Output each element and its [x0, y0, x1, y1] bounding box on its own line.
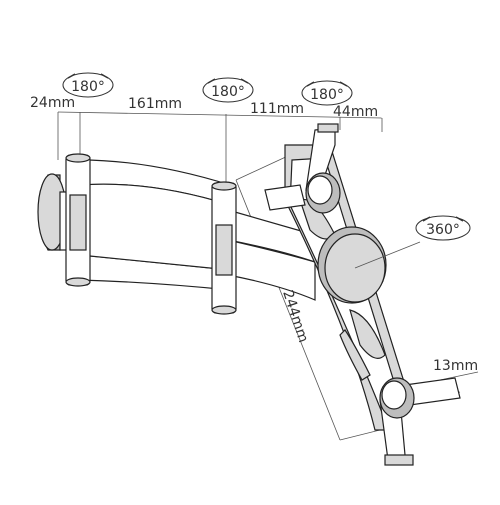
tablet-holder — [264, 123, 461, 466]
dim-label-clamp-depth: 13mm — [433, 358, 478, 374]
dim-label-first-arm: 161mm — [128, 96, 182, 112]
first-arm — [65, 153, 231, 291]
rotation-label-wall-joint: 180° — [71, 79, 105, 95]
dim-label-wall-offset: 24mm — [30, 95, 75, 111]
rotation-label-middle-joint: 180° — [211, 84, 245, 100]
rotation-badge-holder-swivel: 360° — [415, 215, 471, 241]
rotation-badge-wall-joint: 180° — [62, 72, 114, 98]
rotation-badge-middle-joint: 180° — [202, 77, 254, 103]
rotation-label-holder-swivel: 360° — [426, 222, 460, 238]
rotation-label-holder-joint: 180° — [310, 87, 344, 103]
rotation-badge-holder-joint: 180° — [301, 80, 353, 106]
second-arm — [211, 181, 316, 315]
dim-label-second-arm: 111mm — [250, 101, 304, 117]
dim-label-holder-arm: 44mm — [333, 104, 378, 120]
